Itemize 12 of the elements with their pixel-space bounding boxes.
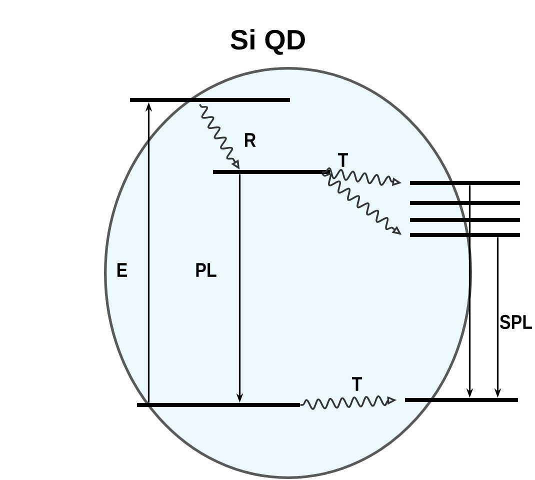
title: Si QD [230,29,305,55]
energy-level [410,233,520,237]
energy-level [410,181,520,185]
energy-level [213,170,330,174]
edge-label: R [245,133,256,147]
energy-level [410,218,520,222]
edge-label: T [338,153,348,167]
edge-label: PL [196,263,216,277]
energy-level [410,201,520,205]
edge-label: E [117,263,128,277]
edge-label: T [352,377,362,391]
edge-label: SPL [500,314,532,330]
